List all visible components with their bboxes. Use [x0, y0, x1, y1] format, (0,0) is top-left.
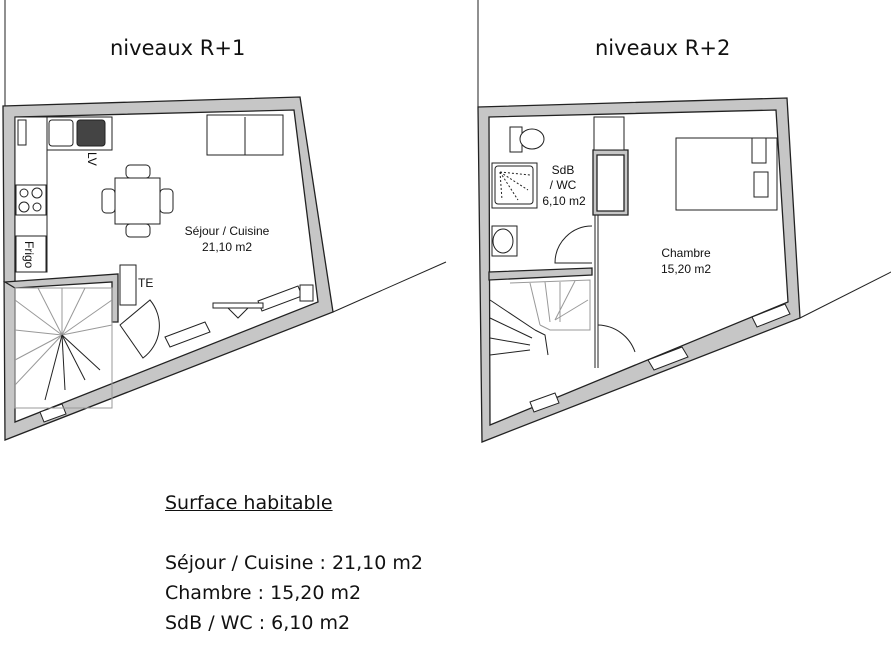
- door: [554, 225, 593, 264]
- sink-drainer: [76, 119, 106, 147]
- duct: [299, 284, 314, 302]
- room-area-sdb: 6,10 m2: [542, 194, 586, 208]
- duct: [119, 264, 137, 306]
- summary-line-chambre: Chambre : 15,20 m2: [165, 582, 362, 604]
- window: [647, 346, 689, 371]
- fridge-label: Frigo: [22, 241, 36, 269]
- summary-heading: Surface habitable: [165, 492, 333, 514]
- plan-title-r1: niveaux R+1: [110, 36, 246, 60]
- room-name-sdb: SdB: [552, 163, 575, 177]
- staircase: [14, 287, 113, 409]
- boundary-line: [332, 261, 447, 313]
- plan-r1: Frigo LV TE Séjour / Cuisine 21,10 m2: [2, 0, 447, 441]
- summary-line-sdb: SdB / WC : 6,10 m2: [165, 612, 351, 634]
- boundary-line: [799, 271, 891, 319]
- sink-label: LV: [85, 152, 99, 166]
- summary-line-sejour: Séjour / Cuisine : 21,10 m2: [165, 552, 423, 574]
- room-name-sdb-wc: / WC: [550, 178, 577, 192]
- partition-wall: [488, 267, 593, 281]
- bed: [675, 137, 778, 211]
- toilet: [509, 126, 545, 153]
- door: [119, 299, 160, 359]
- sofa: [206, 114, 284, 156]
- exterior-wall: [477, 97, 801, 443]
- window: [164, 321, 211, 348]
- fridge: [15, 235, 47, 273]
- te-label: TE: [138, 276, 153, 290]
- plan-title-r2: niveaux R+2: [595, 36, 731, 60]
- washbasin: [491, 225, 518, 257]
- tv-stand: [212, 302, 264, 319]
- window: [529, 392, 560, 413]
- cooktop: [15, 184, 47, 216]
- window: [751, 303, 791, 328]
- room-area-sejour: 21,10 m2: [202, 240, 252, 254]
- dining-table: [101, 164, 174, 238]
- cabinet: [593, 116, 625, 151]
- room-name-chambre: Chambre: [661, 246, 711, 260]
- door: [597, 324, 636, 353]
- staircase: [489, 279, 591, 356]
- plan-r2: SdB / WC 6,10 m2 Chambre 15,20 m2: [477, 0, 891, 443]
- room-area-chambre: 15,20 m2: [661, 262, 711, 276]
- shower: [491, 162, 538, 209]
- window: [257, 285, 303, 312]
- cabinet: [17, 119, 27, 146]
- wardrobe: [592, 149, 629, 216]
- sink-basin: [48, 119, 74, 147]
- room-name-sejour: Séjour / Cuisine: [185, 224, 270, 238]
